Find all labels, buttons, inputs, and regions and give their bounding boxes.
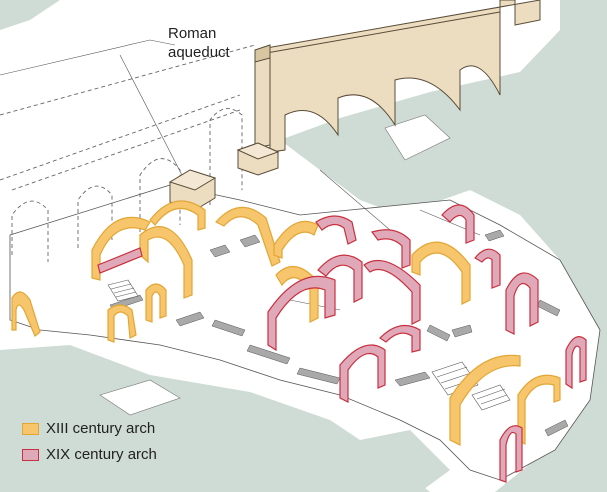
- arch-xix: [379, 324, 421, 353]
- wall-stubs: [109, 229, 569, 437]
- roman-aqueduct: [168, 0, 541, 211]
- arch-xix: [339, 344, 386, 403]
- legend-item-xix: XIX century arch: [22, 446, 157, 463]
- arch-xix: [97, 247, 143, 274]
- legend-swatch-xiii: [22, 422, 39, 435]
- arch-xiii: [145, 283, 167, 323]
- arch-xix: [505, 272, 539, 335]
- arch-xiii: [139, 226, 193, 299]
- arch-xix: [499, 425, 523, 483]
- legend-label-xix: XIX century arch: [46, 446, 157, 463]
- arch-xiii: [273, 220, 319, 259]
- arch-xiii: [517, 374, 561, 446]
- arch-xix: [371, 229, 411, 269]
- aqueduct-label-line2: aqueduct: [168, 44, 230, 61]
- aqueduct-label-line1: Roman: [168, 25, 217, 42]
- arch-xiii: [11, 291, 41, 337]
- arch-xix: [315, 215, 357, 245]
- arch-xix: [474, 248, 501, 289]
- arch-xix: [441, 204, 475, 244]
- arch-xix: [363, 259, 421, 325]
- arch-xiii: [215, 206, 281, 267]
- legend-label-xiii: XIII century arch: [46, 420, 156, 437]
- arch-xiii: [411, 241, 471, 305]
- arch-xix: [565, 336, 587, 390]
- arches-xix-century: [97, 204, 587, 483]
- arch-xiii: [107, 304, 137, 343]
- legend-item-xiii: XIII century arch: [22, 420, 155, 437]
- arch-xix: [317, 254, 363, 303]
- arch-xiii: [149, 200, 206, 231]
- arch-xix: [267, 275, 336, 352]
- ghost-arches: [0, 44, 256, 262]
- legend-swatch-xix: [22, 448, 39, 461]
- arch-xiii: [91, 216, 151, 281]
- courtyards: [99, 114, 451, 416]
- arch-xiii: [449, 354, 521, 446]
